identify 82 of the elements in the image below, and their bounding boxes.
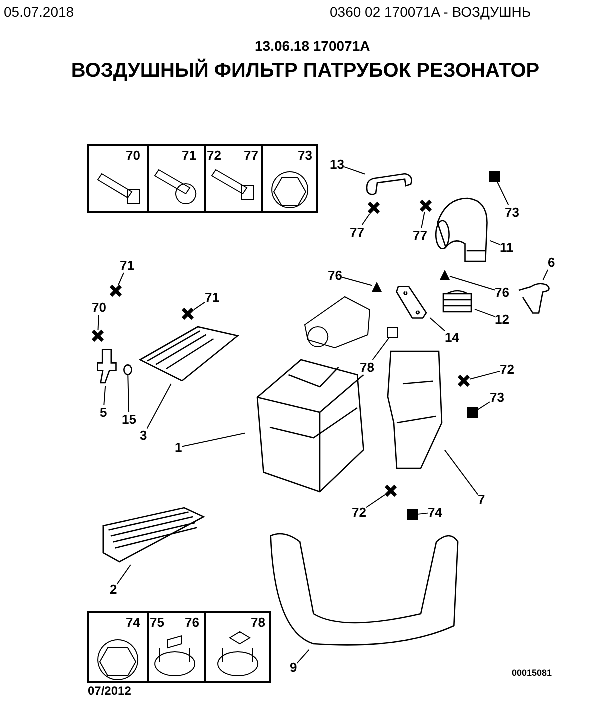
- callout-number: 72: [500, 362, 514, 377]
- leader-line: [490, 240, 500, 246]
- callout-number: 11: [500, 240, 514, 255]
- callout-number: 13: [330, 157, 344, 172]
- callout-number: 78: [360, 360, 374, 375]
- part-number: 77: [244, 148, 258, 163]
- leader-line: [194, 302, 206, 310]
- part-number: 74: [126, 615, 140, 630]
- triangle-mark: [372, 282, 382, 292]
- callout-number: 70: [92, 300, 106, 315]
- callout-number: 76: [328, 268, 342, 283]
- bracket-drawing: [395, 285, 430, 320]
- leader-line: [542, 270, 549, 280]
- square-mark: [490, 172, 500, 182]
- square-mark: [468, 408, 478, 418]
- o-ring-drawing: [124, 365, 132, 375]
- callout-number: 77: [350, 225, 364, 240]
- callout-number: 12: [495, 312, 510, 327]
- leader-line: [470, 370, 500, 380]
- callout-number: 76: [495, 285, 510, 300]
- leader-line: [296, 650, 310, 664]
- callout-number: 14: [445, 330, 460, 345]
- callout-number: 15: [122, 412, 136, 427]
- callout-number: 3: [140, 428, 148, 443]
- part-number: 71: [182, 148, 196, 163]
- leader-line: [478, 402, 490, 410]
- fastener-mark: [368, 202, 380, 214]
- leader-line: [118, 272, 124, 286]
- callout-number: 2: [110, 582, 118, 597]
- callout-number: 72: [352, 505, 366, 520]
- part-number: 73: [298, 148, 312, 163]
- fastener-mark: [420, 200, 432, 212]
- reference-number: 00015081: [512, 668, 552, 678]
- leader-line: [450, 276, 496, 291]
- leader-line: [372, 338, 390, 360]
- fastener-mark: [385, 485, 397, 497]
- triangle-mark: [440, 270, 450, 280]
- date-text: 05.07.2018: [4, 4, 74, 20]
- leader-line: [421, 212, 426, 228]
- leader-line: [418, 512, 428, 515]
- part-number: 76: [185, 615, 200, 630]
- part-number: 70: [126, 148, 140, 163]
- callout-number: 9: [290, 660, 298, 675]
- header-text: 0360 02 170071A - ВОЗДУШНЬ: [330, 4, 532, 20]
- part-number: 78: [251, 615, 266, 630]
- date-text: 07/2012: [88, 684, 132, 698]
- leader-line: [496, 182, 510, 206]
- callout-number: 73: [505, 205, 520, 220]
- square-mark: [388, 328, 398, 338]
- nipple-drawing: [96, 348, 118, 386]
- leader-line: [98, 314, 100, 330]
- callout-number: 7: [478, 492, 486, 507]
- leader-line: [104, 386, 106, 406]
- leader-line: [430, 317, 446, 332]
- callout-number: 77: [413, 228, 428, 243]
- leader-line: [128, 374, 130, 412]
- leader-line: [444, 450, 478, 496]
- callout-number: 6: [548, 255, 556, 270]
- leader-line: [366, 494, 386, 508]
- callout-number: 71: [120, 258, 134, 273]
- leader-line: [362, 214, 370, 226]
- part-number: 72: [207, 148, 222, 163]
- leader-line: [146, 384, 172, 430]
- callout-number: 5: [100, 405, 108, 420]
- part-number: 75: [150, 615, 164, 630]
- fastener-mark: [110, 285, 122, 297]
- elbow-hose-drawing: [435, 195, 490, 265]
- fastener-mark: [458, 375, 470, 387]
- leader-line: [342, 277, 372, 286]
- fastener-mark: [92, 330, 104, 342]
- leader-line: [344, 166, 366, 175]
- leader-line: [474, 308, 496, 318]
- fastener-mark: [182, 308, 194, 320]
- callout-number: 73: [490, 390, 504, 405]
- document-code: 13.06.18 170071A: [255, 38, 370, 54]
- square-mark: [408, 510, 418, 520]
- callout-number: 74: [428, 505, 442, 520]
- leader-line: [182, 432, 246, 448]
- title: ВОЗДУШНЫЙ ФИЛЬТР ПАТРУБОК РЕЗОНАТОР: [70, 60, 541, 83]
- callout-number: 71: [205, 290, 220, 305]
- leader-line: [116, 564, 132, 585]
- callout-number: 1: [175, 440, 182, 455]
